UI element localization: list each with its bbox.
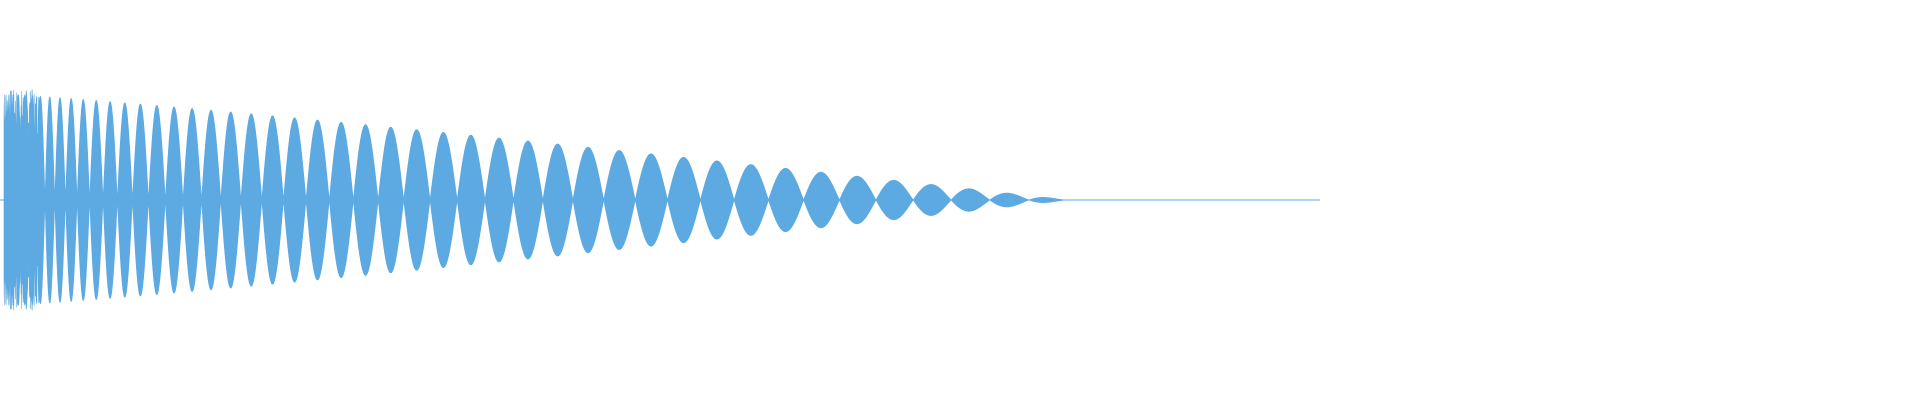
- waveform-shape: [3, 89, 1069, 311]
